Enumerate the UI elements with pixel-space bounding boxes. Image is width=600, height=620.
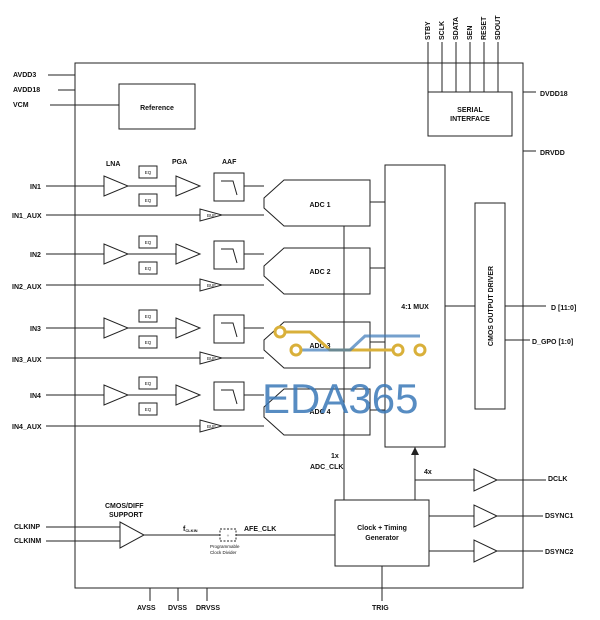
adc4-label: ADC 4: [309, 409, 330, 416]
svg-text:EQ: EQ: [145, 198, 152, 203]
svg-text:EQ: EQ: [145, 240, 152, 245]
serial-interface-block: [427, 91, 513, 137]
pin-dsync2: DSYNC2: [545, 549, 574, 556]
adc3-label: ADC 3: [309, 343, 330, 350]
pin-drvdd: DRVDD: [540, 150, 565, 157]
pin-in4-aux: IN4_AUX: [12, 424, 42, 431]
svg-text:BUF: BUF: [207, 424, 216, 429]
serial-label-2: INTERFACE: [450, 116, 490, 123]
svg-text:EQ: EQ: [145, 314, 152, 319]
pin-dvdd18: DVDD18: [540, 91, 568, 98]
svg-text:EQ: EQ: [145, 170, 152, 175]
channel-3: EQ EQ ADC 3 BUF: [46, 309, 385, 369]
pin-in3-aux: IN3_AUX: [12, 357, 42, 364]
svg-text:÷: ÷: [227, 533, 230, 538]
pin-drvss: DRVSS: [196, 605, 220, 612]
reference-label: Reference: [140, 105, 174, 112]
mux-block: [384, 164, 446, 448]
prog-label-2: Clock Divider: [210, 550, 237, 555]
pin-in2: IN2: [30, 252, 41, 259]
dsync2-buffer: [473, 539, 499, 563]
left-pin-lines: [48, 74, 119, 106]
prog-label-1: Programmable: [210, 544, 240, 549]
top-pin-labels: STBY SCLK SDATA SEN RESET SDOUT: [425, 15, 502, 40]
clock-label-2: Generator: [365, 535, 399, 542]
svg-text:EQ: EQ: [145, 381, 152, 386]
aaf-label: AAF: [222, 159, 237, 166]
svg-text:BUF: BUF: [207, 213, 216, 218]
pin-sdata: SDATA: [453, 17, 460, 40]
dsync1-buffer: [473, 504, 499, 528]
pga-label: PGA: [172, 159, 187, 166]
pin-avdd18: AVDD18: [13, 87, 40, 94]
left-pin-labels: AVDD3 AVDD18 VCM IN1 IN1_AUX IN2 IN2_AUX…: [12, 72, 42, 545]
pin-d-gpo: D_GPO [1:0]: [532, 339, 573, 346]
pin-stby: STBY: [425, 21, 432, 40]
bottom-pin-labels: AVSS DVSS DRVSS TRIG: [137, 605, 389, 612]
watermark-text: EDA365: [262, 375, 418, 422]
dclk-buffer: [473, 468, 499, 492]
pin-clkinm: CLKINM: [14, 538, 41, 545]
svg-text:EQ: EQ: [145, 407, 152, 412]
clock-label-1: Clock + Timing: [357, 525, 407, 532]
cmos-driver-label: CMOS OUTPUT DRIVER: [488, 266, 495, 346]
pin-sclk: SCLK: [439, 21, 446, 40]
channel-1: EQ EQ LNA PGA AAF ADC 1 BUF: [46, 159, 385, 227]
pin-in4: IN4: [30, 393, 41, 400]
pin-dsync1: DSYNC1: [545, 513, 574, 520]
afe-clk-label: AFE_CLK: [244, 526, 276, 533]
pin-reset: RESET: [481, 16, 488, 40]
top-pin-lines: [427, 42, 499, 92]
pin-avss: AVSS: [137, 605, 156, 612]
svg-text:EQ: EQ: [145, 266, 152, 271]
pin-d: D [11:0]: [551, 305, 576, 312]
svg-text:EQ: EQ: [145, 340, 152, 345]
adc1-label: ADC 1: [309, 202, 330, 209]
lna-label: LNA: [106, 161, 120, 168]
pin-in1: IN1: [30, 184, 41, 191]
cmos-diff-label-1: CMOS/DIFF: [105, 503, 144, 510]
pin-sdout: SDOUT: [495, 15, 502, 40]
fclkin-label: fCLKIN: [183, 526, 198, 533]
pin-sen: SEN: [467, 26, 474, 40]
clock-timing-block: [334, 499, 430, 567]
pin-in1-aux: IN1_AUX: [12, 213, 42, 220]
pin-dclk: DCLK: [548, 476, 567, 483]
pin-clkinp: CLKINP: [14, 524, 40, 531]
pin-dvss: DVSS: [168, 605, 187, 612]
right-pin-labels: DVDD18 DRVDD D [11:0] D_GPO [1:0] DCLK D…: [532, 91, 576, 556]
chip-outline: [74, 62, 524, 589]
clkin-buffer: [119, 521, 146, 549]
serial-label-1: SERIAL: [457, 107, 483, 114]
adc2-label: ADC 2: [309, 269, 330, 276]
pin-in3: IN3: [30, 326, 41, 333]
mux-label: 4:1 MUX: [401, 304, 429, 311]
x4-label: 4x: [424, 469, 432, 476]
channel-2: EQ EQ ADC 2 BUF: [46, 235, 385, 295]
pin-in2-aux: IN2_AUX: [12, 284, 42, 291]
x1-label: 1x: [331, 453, 339, 460]
pin-avdd3: AVDD3: [13, 72, 36, 79]
pin-vcm: VCM: [13, 102, 29, 109]
bottom-pin-lines: [149, 566, 383, 601]
pin-trig: TRIG: [372, 605, 389, 612]
svg-text:BUF: BUF: [207, 283, 216, 288]
cmos-diff-label-2: SUPPORT: [109, 512, 144, 519]
svg-text:BUF: BUF: [207, 356, 216, 361]
right-pin-lines: [505, 91, 546, 341]
eda365-watermark: EDA365: [262, 325, 427, 422]
reference-block: [118, 83, 196, 130]
adc-clk-label: ADC_CLK: [310, 464, 343, 471]
